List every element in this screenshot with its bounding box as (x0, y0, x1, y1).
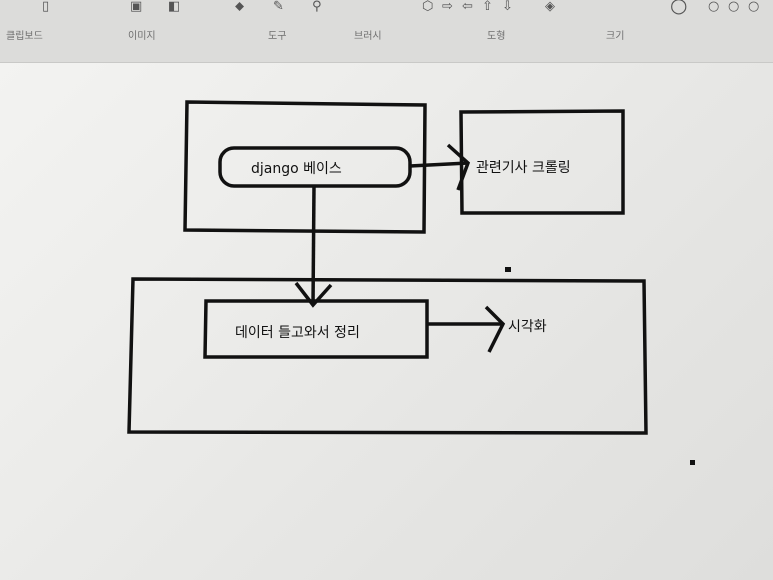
arrow-django-to-crawling (409, 161, 469, 168)
image-select-icon[interactable]: ▣ (130, 0, 143, 14)
stray-dot-1 (505, 267, 511, 272)
shape-hexagon-icon[interactable]: ⬡ (422, 0, 434, 14)
color-circle-1-icon[interactable]: ○ (708, 0, 720, 14)
fill-icon[interactable]: ◈ (545, 0, 555, 14)
shape-arrow-up-icon[interactable]: ⇧ (482, 0, 493, 14)
box-django (218, 146, 412, 188)
eraser-icon[interactable]: ⬥ (235, 0, 245, 14)
ribbon-toolbar: ▯ ▣ ◧ ⬥ ✎ ⚲ ⬡ ⇨ ⇦ ⇧ ⇩ ◈ ○ ○ ○ ○ 클립보드 이미지… (0, 0, 773, 63)
color-circle-large-icon[interactable]: ○ (670, 0, 688, 17)
color-picker-icon[interactable]: ✎ (273, 0, 284, 14)
box-process (203, 299, 429, 359)
group-label-clipboard: 클립보드 (6, 31, 43, 42)
color-circle-3-icon[interactable]: ○ (748, 0, 760, 14)
arrow-django-to-process (311, 185, 316, 306)
group-label-image: 이미지 (128, 31, 156, 42)
group-label-size: 크기 (606, 31, 625, 42)
box-bottom-outer (127, 277, 648, 435)
label-process: 데이터 들고와서 정리 (235, 325, 360, 341)
label-django: django 베이스 (251, 161, 342, 177)
shape-arrow-left-icon[interactable]: ⇦ (462, 0, 473, 14)
group-label-tools: 도구 (268, 31, 287, 42)
arrowhead-crawling (446, 143, 471, 191)
label-crawling: 관련기사 크롤링 (476, 160, 571, 176)
group-label-brush: 브러시 (354, 31, 382, 42)
arrowhead-process (294, 281, 333, 308)
stray-dot-2 (690, 460, 695, 465)
label-viz: 시각화 (508, 319, 547, 335)
shape-arrow-right-icon[interactable]: ⇨ (442, 0, 453, 14)
color-circle-2-icon[interactable]: ○ (728, 0, 740, 14)
magnifier-icon[interactable]: ⚲ (312, 0, 322, 14)
arrowhead-viz (484, 305, 506, 353)
box-django-outer (183, 100, 427, 234)
shape-arrow-down-icon[interactable]: ⇩ (502, 0, 513, 14)
group-label-shapes: 도형 (487, 31, 506, 42)
paste-icon[interactable]: ▯ (42, 0, 50, 14)
crop-icon[interactable]: ◧ (168, 0, 181, 14)
